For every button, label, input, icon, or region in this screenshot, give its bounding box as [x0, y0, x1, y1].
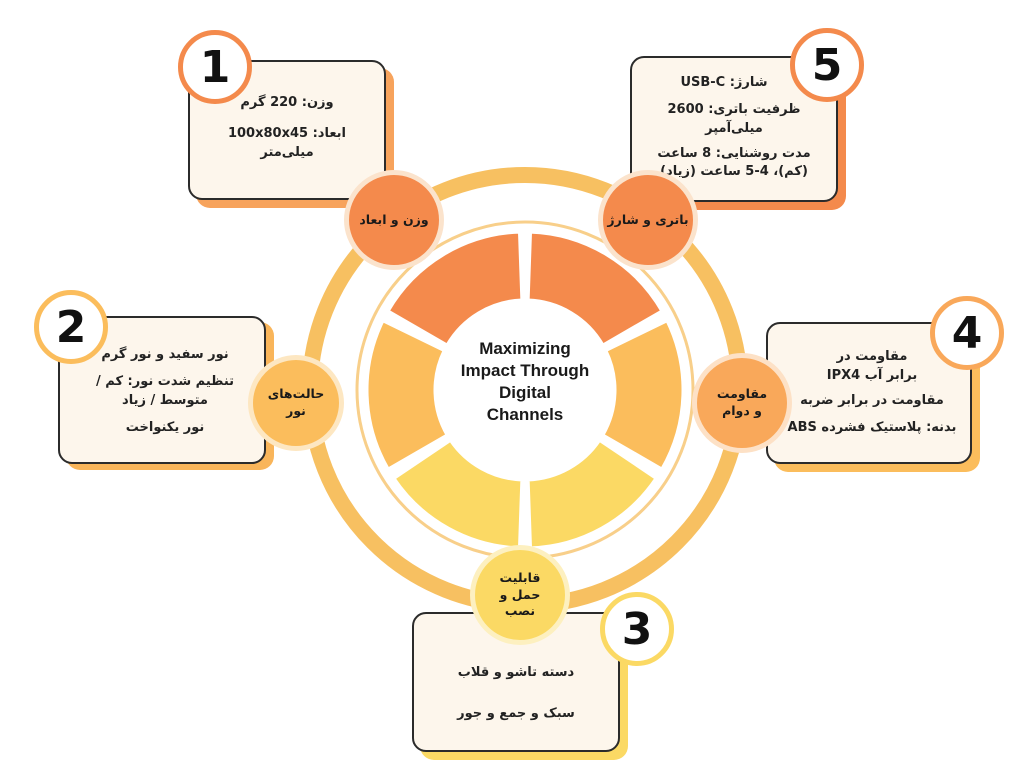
number-4: 4 [930, 296, 1004, 370]
badge-durability: مقاومت و دوام [692, 353, 792, 453]
card-3-line-2: سبک و جمع و جور [457, 705, 575, 721]
center-title-line-4: Channels [486, 405, 564, 425]
card-5-line-1: شارژ: USB-C [680, 75, 768, 90]
wedge-top-right [526, 230, 664, 348]
wedge-top-left [386, 230, 524, 348]
wedge-right [600, 318, 685, 472]
center-title: Maximizing Impact Through Digital Channe… [440, 338, 610, 426]
card-2-line-3: نور یکنواخت [125, 419, 205, 435]
card-4: مقاومت در برابر آب IPX4 مقاومت در برابر … [766, 322, 972, 464]
number-2: 2 [34, 290, 108, 364]
wedge-left [365, 318, 450, 472]
number-1: 1 [178, 30, 252, 104]
card-1-line-2: ابعاد: 100x80x45 میلی‌متر [227, 125, 347, 160]
center-title-line-2: Impact Through [460, 361, 590, 381]
badge-light-modes: حالت‌های نور [248, 355, 344, 451]
badge-battery-charging: باتری و شارژ [598, 170, 698, 270]
wedge-bottom-left [391, 438, 524, 550]
number-3: 3 [600, 592, 674, 666]
card-3-line-1: دسته تاشو و قلاب [457, 665, 575, 680]
center-hub [439, 304, 611, 476]
center-title-line-3: Digital [499, 383, 551, 403]
card-1-line-1: وزن: 220 گرم [240, 95, 334, 110]
card-2-line-1: نور سفید و نور گرم [101, 347, 229, 362]
card-5-line-3: مدت روشنایی: 8 ساعت (کم)، 4-5 ساعت (زیاد… [657, 145, 811, 180]
card-4-line-1: مقاومت در برابر آب IPX4 [826, 349, 918, 383]
card-4-line-3: بدنه: پلاستیک فشرده ABS [787, 419, 957, 435]
card-2-line-2: تنظیم شدت نور: کم / متوسط / زیاد [95, 373, 235, 408]
card-5-line-2: ظرفیت باتری: 2600 میلی‌آمپر [667, 101, 801, 136]
card-1: وزن: 220 گرم ابعاد: 100x80x45 میلی‌متر [188, 60, 386, 200]
number-5: 5 [790, 28, 864, 102]
badge-weight-dimensions: وزن و ابعاد [344, 170, 444, 270]
center-title-line-1: Maximizing [479, 339, 571, 358]
badge-portability: قابلیت حمل و نصب [470, 545, 570, 645]
card-4-line-2: مقاومت در برابر ضربه [800, 392, 944, 408]
